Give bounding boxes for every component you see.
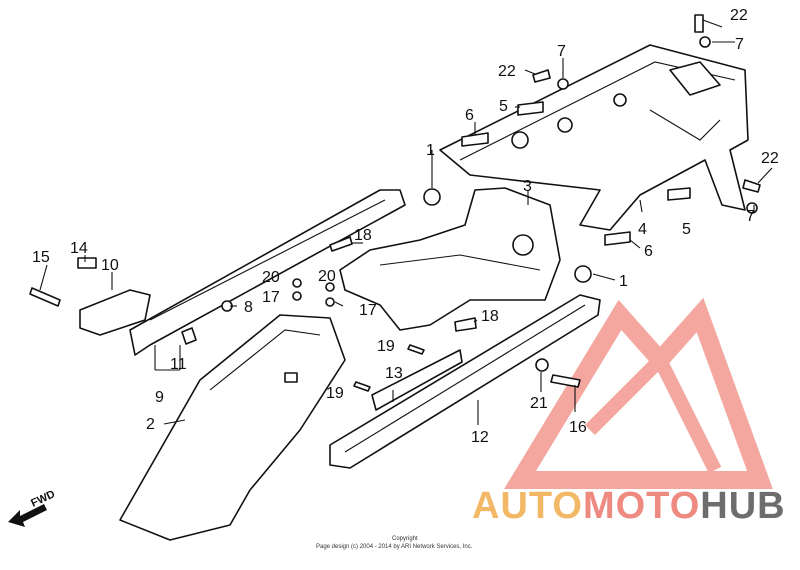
copyright-line-2: Page design (c) 2004 - 2014 by ARI Netwo… bbox=[316, 544, 473, 550]
callout-19-top: 19 bbox=[377, 338, 395, 355]
callout-9: 9 bbox=[155, 389, 164, 406]
callout-22-top: 22 bbox=[498, 63, 516, 80]
callout-1-right: 1 bbox=[619, 273, 628, 290]
callout-11: 11 bbox=[170, 356, 187, 373]
bracket-plate-part bbox=[371, 349, 463, 411]
callout-3: 3 bbox=[523, 178, 532, 195]
callout-6-top: 6 bbox=[465, 107, 474, 124]
callout-18-bottom: 18 bbox=[481, 308, 499, 325]
watermark-wordmark: AUTOMOTOHUB bbox=[472, 485, 786, 527]
copyright-line-1: Copyright bbox=[392, 536, 418, 542]
leader-lines bbox=[39, 19, 773, 425]
callout-14: 14 bbox=[70, 240, 88, 257]
callout-20-right: 20 bbox=[318, 268, 336, 285]
watermark-moto: MOTO bbox=[583, 485, 700, 527]
watermark-hub: HUB bbox=[700, 485, 785, 527]
small-hardware bbox=[29, 14, 761, 392]
callout-12: 12 bbox=[471, 429, 489, 446]
callout-5-top: 5 bbox=[499, 98, 508, 115]
callout-19-bottom: 19 bbox=[326, 385, 344, 402]
callout-1-top: 1 bbox=[426, 142, 435, 159]
lower-rail-part bbox=[329, 294, 601, 469]
callout-18-top: 18 bbox=[354, 227, 372, 244]
rear-fender-part bbox=[119, 314, 346, 541]
callout-21: 21 bbox=[530, 395, 548, 412]
left-side-rail-part bbox=[79, 189, 406, 356]
svg-text:AUTOMOTOHUB: AUTOMOTOHUB bbox=[472, 485, 786, 527]
callout-labels: 22 7 22 7 5 6 1 3 22 7 5 4 6 1 18 15 14 … bbox=[32, 7, 779, 446]
center-bracket-part bbox=[339, 187, 561, 331]
callout-17-left: 17 bbox=[262, 289, 280, 306]
watermark-logo-mark bbox=[504, 297, 773, 489]
callout-7-top-right: 7 bbox=[735, 36, 744, 53]
callout-15: 15 bbox=[32, 249, 50, 266]
forward-arrow-indicator: FWD bbox=[8, 488, 57, 527]
callout-10: 10 bbox=[101, 257, 119, 274]
callout-7-right: 7 bbox=[746, 208, 755, 225]
callout-17-right: 17 bbox=[359, 302, 377, 319]
callout-22-top-right: 22 bbox=[730, 7, 748, 24]
callout-6-right: 6 bbox=[644, 243, 653, 260]
callout-13: 13 bbox=[385, 365, 403, 382]
callout-20-left: 20 bbox=[262, 269, 280, 286]
callout-8: 8 bbox=[244, 299, 253, 316]
rear-frame-part bbox=[439, 44, 749, 231]
callout-7-top: 7 bbox=[557, 43, 566, 60]
copyright-notice: Copyright Page design (c) 2004 - 2014 by… bbox=[316, 536, 473, 550]
callout-22-right: 22 bbox=[761, 150, 779, 167]
callout-2: 2 bbox=[146, 416, 155, 433]
callout-4: 4 bbox=[638, 221, 647, 238]
callout-16: 16 bbox=[569, 419, 587, 436]
callout-5-right: 5 bbox=[682, 221, 691, 238]
watermark-auto: AUTO bbox=[472, 485, 583, 527]
